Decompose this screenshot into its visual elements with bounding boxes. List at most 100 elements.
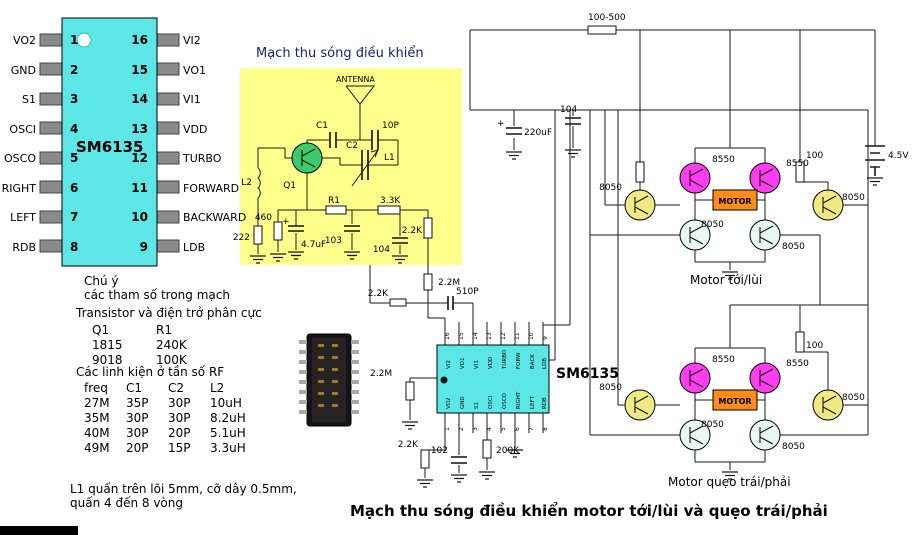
r-100-label: 100 [806,151,823,161]
bias-table: Q1 R1 1815 240K 9018 100K [92,323,193,368]
q-8550-label: 8550 [712,155,735,165]
rf-col-header: L2 [210,381,225,395]
receiver-heading: Mạch thu sóng điều khiển [256,46,424,61]
pin-number: 9 [542,336,549,340]
pin-label: VO2 [13,34,36,47]
wires [257,29,885,478]
h-bridge-2: MOTOR 8550 8550 8050 8050 8050 8050 100 … [599,341,865,489]
rf-cell: 30P [168,411,191,425]
bridge-2-caption: Motor quẹo trái/phải [668,475,791,489]
main-chip: SM6135 16 15 14 13 12 11 10 9 1 2 3 4 5 … [436,332,619,431]
chip-bottom-numbers: 1 2 3 4 5 6 7 8 [444,427,549,431]
pin-number: 7 [70,210,78,224]
transistor-8550-top-right [749,362,781,394]
pinout-chip-name: SM6135 [76,138,143,156]
transistor-8050-bottom-right [749,419,781,451]
motor-2-label: MOTOR [718,397,751,406]
q-8050-label: 8050 [782,442,805,452]
rf-cell: 30P [126,411,149,425]
pin-label: GND [460,396,466,409]
pin-number: 12 [500,332,507,340]
cap-104-label: 104 [373,245,390,255]
pin-number: 11 [514,332,521,340]
transistor-8050-side-left [624,389,656,421]
q-8050-label: 8050 [701,420,724,430]
pin-label: BACK [530,354,536,369]
rf-table: freq C1 C2 L2 27M 35P 30P 10uH 35M 30P 3… [84,381,252,456]
rf-col-header: C2 [168,381,185,395]
plus-sign: + [497,119,505,129]
pin-label: OSCI [9,123,36,136]
transistor-8050-bottom-right [749,219,781,251]
pin-label: BACKWARD [183,211,246,224]
l1-note-line-2: quấn 4 đến 8 vòng [70,496,183,510]
r-2k2-label: 2.2K [402,226,423,236]
pinout-diagram: SM6135 VO2 GND S1 OSCI OSCO RIGHT LEFT R… [2,17,246,267]
c1-label: C1 [316,121,328,131]
q1-label: Q1 [283,181,296,191]
pin-number: 2 [458,427,465,431]
chip-top-pin-labels: VI2 VO1 VI1 VDD TURBO FORW BACK LDB [446,349,548,370]
motor-2 [712,389,758,411]
pin-number: 13 [131,122,148,136]
rf-heading: Các linh kiện ở tần số RF [76,365,225,379]
note-line-2: các tham số trong mạch [84,288,230,302]
transistor-8050-bottom-left [679,419,711,451]
resistors [253,25,805,469]
transistor-8050-bottom-left [679,219,711,251]
pin-label: VI2 [446,360,452,369]
battery-label: 4.5V [888,151,909,161]
transistor-8050-side-left [624,189,656,221]
bias-cell: 240K [156,338,187,352]
pin-label: OSCI [488,395,494,409]
pin-number: 3 [70,92,78,106]
bridge-1-caption: Motor tới/lùi [690,273,762,287]
cap-220uf-label: 220uF [524,128,552,138]
pin-label: FORW [516,352,522,369]
pin-label: RDB [12,241,36,254]
pin-label: S1 [22,93,36,106]
pinout-chip-body [61,17,158,267]
rf-cell: 30P [168,396,191,410]
pin-number: 4 [486,427,493,431]
q-8050-label: 8050 [701,220,724,230]
pin-number: 6 [514,427,521,431]
pin-label: GND [11,64,36,77]
transistor-8050-side-right [812,389,844,421]
cap-102-label: 102 [431,446,448,456]
chip-top-numbers: 16 15 14 13 12 11 10 9 [444,332,549,340]
pin-label: VDD [183,123,207,136]
mid-labels: 2.2M 2.2K 510P 2.2M 2.2K 102 200K [368,278,520,456]
c2-label: C2 [346,141,358,151]
pin-label: OSCO [502,392,508,409]
rf-cell: 40M [84,426,110,440]
rf-cell: 20P [126,441,149,455]
pinout-right-numbers: 16 15 14 13 12 11 10 9 [131,33,148,254]
pin-number: 15 [458,332,465,340]
l1-label: L1 [384,153,395,163]
pin-label: LEFT [10,211,36,224]
pin-label: VI1 [474,360,480,369]
r-2m2-b-label: 2.2M [370,369,392,379]
rf-cell: 30P [126,426,149,440]
q-8550-label: 8550 [786,359,809,369]
bias-col-header: Q1 [92,323,110,337]
pin-number: 13 [486,332,493,340]
rf-cell: 10uH [210,396,242,410]
transistor-q1 [291,142,323,174]
r-222-label: 222 [233,233,250,243]
r-200k-label: 200K [496,446,520,456]
l2-label: L2 [241,178,252,188]
pin-number: 4 [70,122,78,136]
pin-label: RDB [542,397,548,409]
r-2k2-a-label: 2.2K [368,289,389,299]
bias-cell: 1815 [92,338,123,352]
pin-number: 12 [131,151,148,165]
pin-number: 7 [528,427,535,431]
q-8550-label: 8550 [786,159,809,169]
pinout-left-numbers: 1 2 3 4 5 6 7 8 [70,33,78,254]
pin-label: S1 [474,402,480,409]
pin-label: VO1 [183,64,206,77]
